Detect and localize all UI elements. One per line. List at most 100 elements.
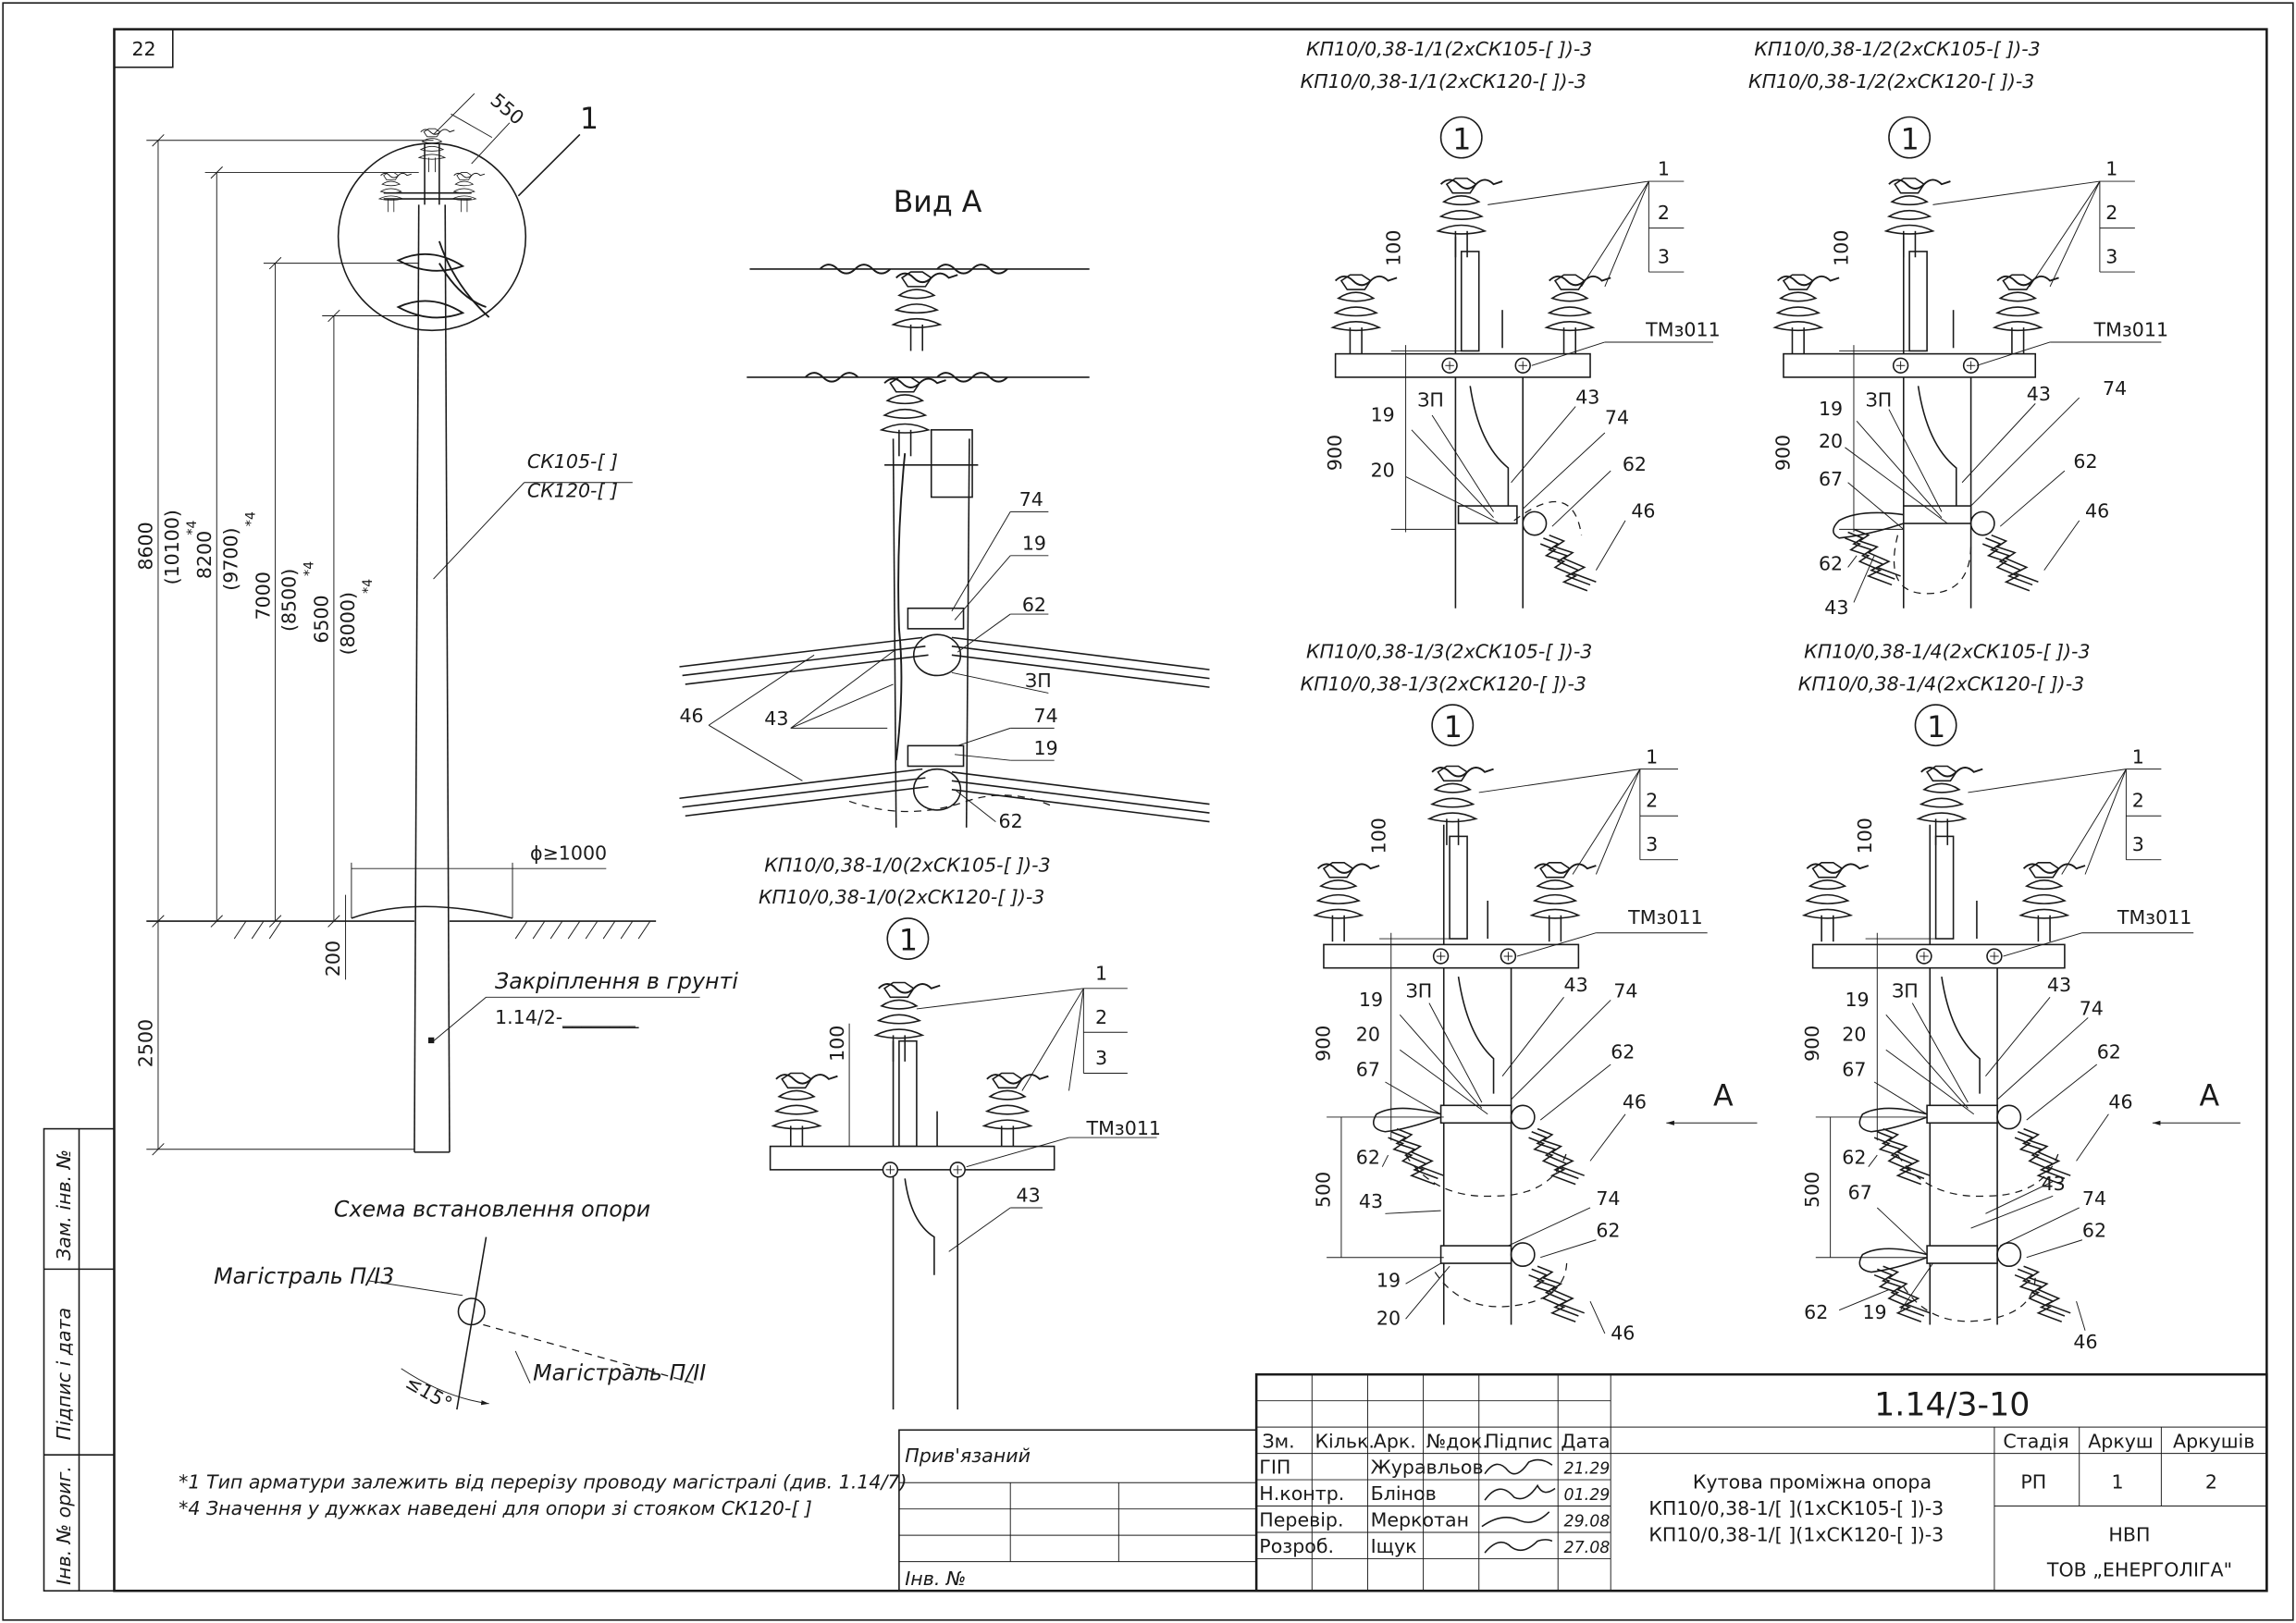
d3-67: 67	[1356, 1059, 1380, 1081]
dim-8500: (8500)	[278, 569, 301, 632]
d0-pos-1: 1	[1095, 962, 1107, 984]
d4-dim-100: 100	[1854, 818, 1876, 854]
inv-label: Інв. №	[905, 1568, 966, 1590]
tb-h-data: Дата	[1561, 1430, 1610, 1452]
foundation-label: Закріплення в грунті	[495, 968, 738, 994]
d0-pos-3: 3	[1095, 1047, 1107, 1069]
d4-pos-3: 3	[2132, 833, 2144, 855]
dim-9700: (9700)	[219, 527, 241, 590]
d4-46b: 46	[2073, 1331, 2097, 1353]
dim-mark-3: *4	[302, 561, 317, 576]
view-a-label-zp: ЗП	[1025, 670, 1052, 692]
installation-scheme: Схема встановлення опори Магістраль П/І3…	[214, 1196, 706, 1415]
d0-dim-100: 100	[826, 1026, 848, 1062]
d1-zp: ЗП	[1417, 389, 1444, 412]
d4-callout: 1	[1927, 711, 1945, 744]
tb-h-pidpys: Підпис	[1485, 1430, 1552, 1452]
view-a-label-74: 74	[1019, 488, 1043, 510]
d1-pos-3: 3	[1658, 246, 1670, 268]
scheme-main-label: Магістраль П/І3	[214, 1263, 394, 1289]
d0-pos-2: 2	[1095, 1006, 1107, 1028]
dim-200: 200	[322, 941, 344, 977]
d4-pos-2: 2	[2132, 790, 2144, 812]
d1-title-2: КП10/0,38-1/1(2хСК120-[ ])-3	[1301, 70, 1586, 92]
view-a-label-19: 19	[1022, 532, 1046, 554]
tb-date-4: 27.08	[1564, 1539, 1611, 1557]
d1-46: 46	[1631, 500, 1655, 523]
d0-callout: 1	[899, 925, 918, 958]
pole-type-1: СК105-[ ]	[527, 450, 618, 473]
d4-tm: ТМз011	[2117, 906, 2191, 928]
d3-19a: 19	[1359, 989, 1383, 1011]
dim-mark-4: *4	[361, 579, 376, 594]
d3-dim-500: 500	[1312, 1172, 1334, 1208]
dim-8600: 8600	[135, 522, 157, 570]
d4-74b: 74	[2082, 1187, 2106, 1210]
d2-67: 67	[1819, 468, 1843, 490]
d2-46: 46	[2085, 500, 2109, 523]
detail-d1: КП10/0,38-1/1(2хСК105-[ ])-3 КП10/0,38-1…	[1301, 38, 1721, 609]
d1-43: 43	[1575, 386, 1599, 408]
d3-title-1: КП10/0,38-1/3(2хСК105-[ ])-3	[1306, 640, 1592, 662]
d0-title-1: КП10/0,38-1/0(2хСК105-[ ])-3	[764, 854, 1050, 876]
view-a-label-74b: 74	[1034, 705, 1058, 727]
d4-19b: 19	[1862, 1301, 1886, 1323]
tb-sheet: 1	[2112, 1471, 2124, 1494]
d3-43a: 43	[1359, 1190, 1383, 1212]
tb-name-2: Блінов	[1371, 1482, 1437, 1505]
scheme-angle: ≤15°	[401, 1371, 455, 1415]
d2-pos-2: 2	[2105, 202, 2117, 224]
detail-d2: КП10/0,38-1/2(2хСК105-[ ])-3 КП10/0,38-1…	[1748, 38, 2168, 619]
tb-role-4: Розроб.	[1259, 1535, 1334, 1557]
tb-stage-h: Стадія	[2003, 1430, 2068, 1452]
d3-dim-100: 100	[1367, 818, 1389, 854]
d4-62b: 62	[1804, 1301, 1828, 1323]
d3-callout: 1	[1444, 711, 1463, 744]
d3-pos-1: 1	[1646, 745, 1658, 768]
tb-date-2: 01.29	[1564, 1486, 1611, 1505]
tb-role-2: Н.контр.	[1259, 1482, 1344, 1505]
d4-62a: 62	[1842, 1147, 1866, 1169]
dim-mark-2: *4	[243, 511, 258, 526]
d4-dim-900: 900	[1801, 1026, 1823, 1062]
foundation-ref: 1.14/2-________	[495, 1006, 639, 1028]
d3-dim-900: 900	[1312, 1026, 1334, 1062]
d2-62b: 62	[2073, 450, 2097, 473]
view-a-label-62: 62	[1022, 594, 1046, 616]
d4-62d: 62	[2082, 1220, 2106, 1242]
d0-title-2: КП10/0,38-1/0(2хСК120-[ ])-3	[759, 886, 1044, 908]
d4-43a: 43	[2047, 974, 2071, 996]
stamp-replace-inv: Зам. інв. №	[53, 1150, 75, 1260]
signatures	[1481, 1458, 1556, 1554]
d1-callout: 1	[1452, 123, 1471, 156]
tb-h-kilk: Кільк.	[1315, 1430, 1375, 1452]
d0-tm: ТМз011	[1086, 1117, 1161, 1139]
d1-19: 19	[1371, 403, 1395, 425]
pole-type-2: СК120-[ ]	[527, 480, 618, 502]
d2-pos-1: 1	[2105, 158, 2117, 180]
d3-46b: 46	[1611, 1322, 1635, 1344]
note-1: *1 Тип арматури залежить від перерізу пр…	[179, 1471, 907, 1494]
tb-date-1: 21.29	[1564, 1460, 1611, 1479]
note-2: *4 Значення у дужках наведені для опори …	[179, 1497, 812, 1519]
detail-d0: КП10/0,38-1/0(2хСК105-[ ])-3 КП10/0,38-1…	[759, 854, 1161, 1410]
privyazanyi-label: Прив'язаний	[905, 1445, 1031, 1467]
d1-dim-900: 900	[1324, 435, 1346, 471]
tb-sheet-h: Аркуш	[2088, 1430, 2154, 1452]
tb-object-1: Кутова проміжна опора	[1693, 1471, 1932, 1494]
d3-74a: 74	[1613, 979, 1637, 1002]
d3-62b: 62	[1611, 1041, 1635, 1064]
view-a-label-62b: 62	[999, 810, 1023, 832]
d2-title-2: КП10/0,38-1/2(2хСК120-[ ])-3	[1748, 70, 2034, 92]
d3-62a: 62	[1356, 1147, 1380, 1169]
view-a: Вид А 74	[679, 186, 1210, 832]
sheet-number: 22	[131, 38, 155, 60]
dim-mark-1: *4	[185, 521, 200, 535]
d2-43a: 43	[1824, 596, 1848, 619]
d2-tm: ТМз011	[2093, 319, 2168, 341]
d2-callout: 1	[1901, 123, 1920, 156]
d4-43b: 43	[2042, 1173, 2066, 1195]
tb-h-ndok: №док.	[1426, 1430, 1488, 1452]
top-width-dim: 550	[486, 89, 527, 129]
stamp-signature-date: Підпис і дата	[53, 1308, 75, 1440]
